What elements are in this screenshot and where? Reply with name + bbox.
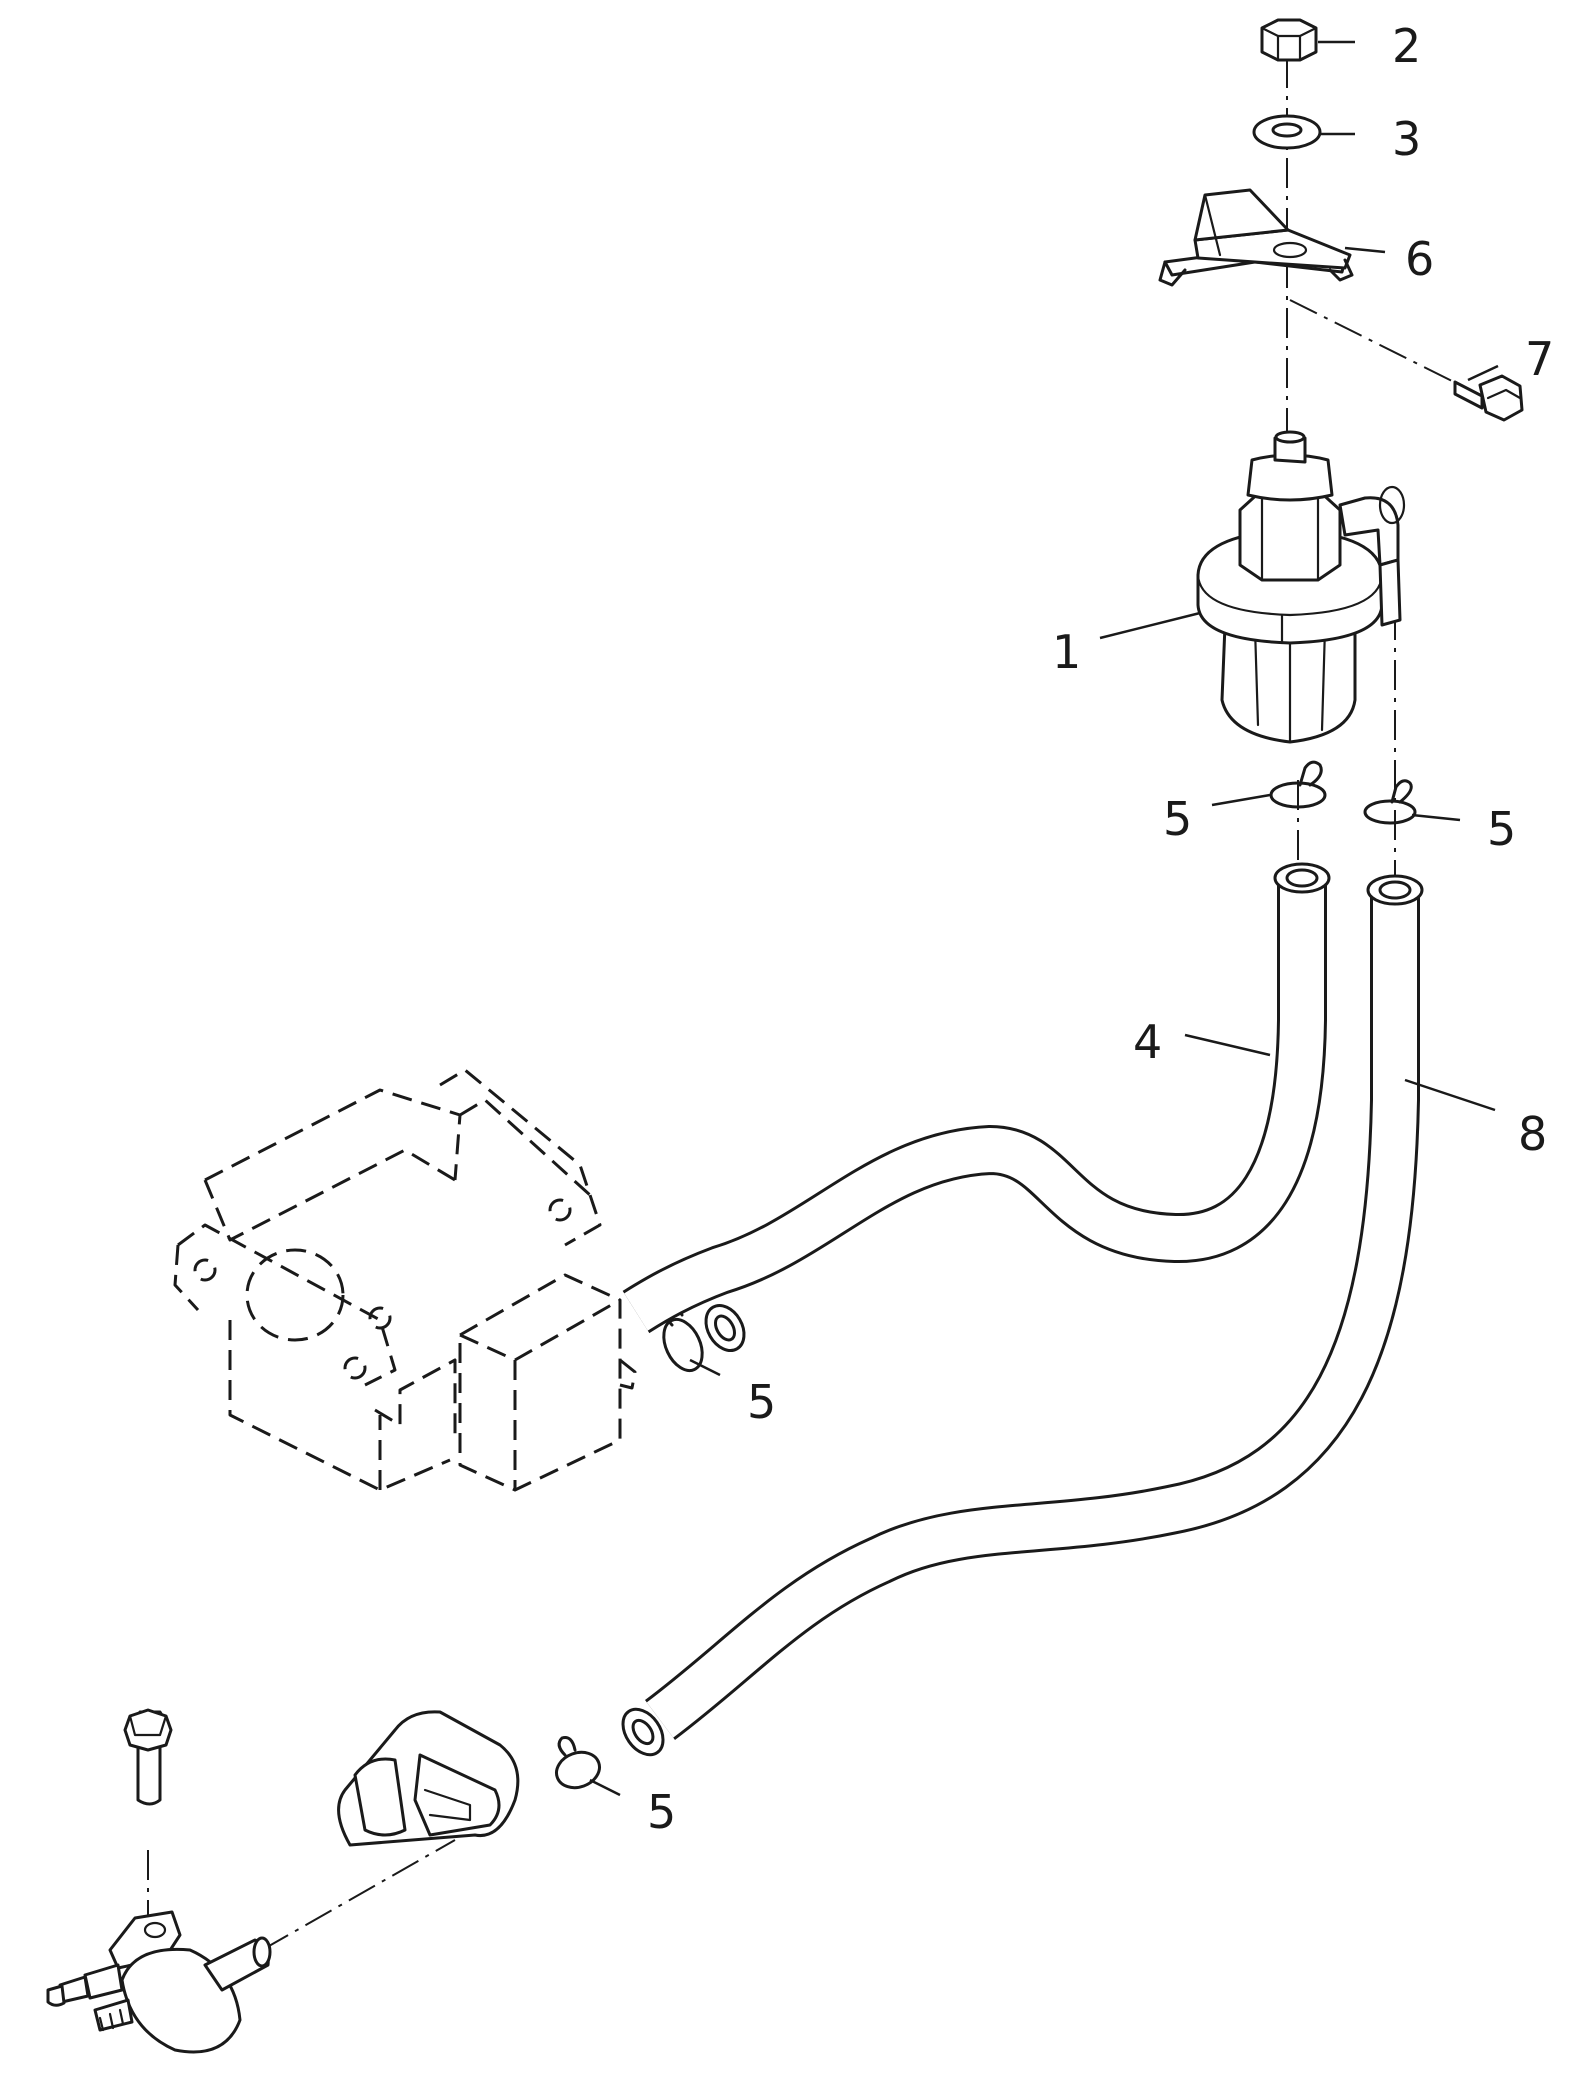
mounting-bolt: [1453, 374, 1524, 422]
callout-part-4: 4: [1133, 1015, 1162, 1069]
callout-part-1: 1: [1052, 625, 1081, 679]
callout-part-6: 6: [1405, 232, 1434, 286]
callout-part-3: 3: [1392, 112, 1421, 166]
carburetor-phantom: [173, 1068, 637, 1492]
filter-bracket: [1158, 188, 1354, 287]
callout-part-5-lower: 5: [647, 1785, 676, 1839]
fuel-cock: [46, 1710, 272, 2054]
leader-lines: [589, 40, 1499, 1797]
fuel-hose-4: [622, 862, 1331, 1352]
hose-clip-filter-left: [1269, 760, 1327, 809]
fuel-filter: [1196, 430, 1406, 744]
washer: [1252, 114, 1322, 150]
hose-clip-lower: [555, 1736, 601, 1790]
callout-part-2: 2: [1392, 19, 1421, 73]
hex-nut: [1260, 18, 1318, 62]
callout-part-5-filter-right: 5: [1487, 802, 1516, 856]
hose-clip-filter-right: [1363, 779, 1417, 825]
callout-part-5-carburetor: 5: [747, 1375, 776, 1429]
fuel-cock-bolt: [123, 1708, 173, 1752]
callout-part-7: 7: [1525, 332, 1554, 386]
callout-labels: 1 2 3 4 5 5 5 5 6 7 8: [647, 19, 1554, 1839]
callout-part-8: 8: [1518, 1107, 1547, 1161]
fuel-cock-clamp: [337, 1710, 520, 1847]
fuel-hose-8: [621, 874, 1424, 1757]
assembly-center-lines: [147, 58, 1461, 1951]
callout-part-5-filter-left: 5: [1163, 792, 1192, 846]
